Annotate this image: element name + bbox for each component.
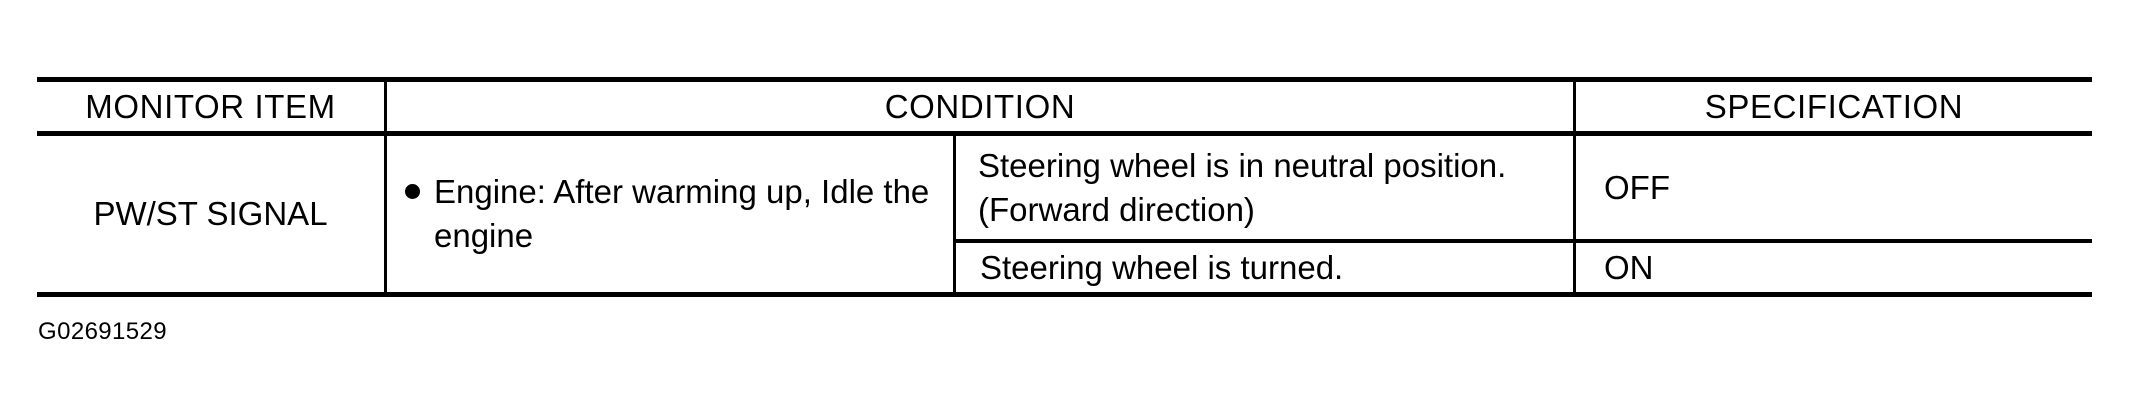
column-header-monitor-item: MONITOR ITEM [85,87,336,125]
condition-neutral-line1: Steering wheel is in neutral position. [978,146,1507,184]
specification-table: MONITOR ITEM CONDITION SPECIFICATION PW/… [37,77,2092,297]
column-divider-monitor-condition [384,77,387,293]
figure-reference-code: G02691529 [38,318,168,345]
column-header-condition: CONDITION [884,87,1076,125]
column-header-specification: SPECIFICATION [1704,87,1964,125]
table-header-divider [37,131,2092,136]
cell-engine-condition: Engine: After warming up, Idle the engin… [387,136,953,292]
bullet-list-item: Engine: After warming up, Idle the engin… [405,170,937,257]
bullet-point-icon [405,184,420,200]
table-top-border [37,77,2092,82]
cell-specification-off: OFF [1604,168,1670,206]
column-divider-condition-specification [1573,77,1576,293]
column-divider-condition-subcolumn [953,134,956,293]
table-row-divider [953,239,2092,243]
cell-specification-on: ON [1604,248,1654,286]
engine-condition-text: Engine: After warming up, Idle the engin… [434,173,930,254]
table-bottom-border [37,292,2092,297]
condition-neutral-line2: (Forward direction) [978,190,1255,228]
cell-monitor-item: PW/ST SIGNAL [93,195,328,233]
cell-condition-neutral: Steering wheel is in neutral position. (… [956,136,1573,239]
cell-condition-turned: Steering wheel is turned. [980,248,1344,286]
